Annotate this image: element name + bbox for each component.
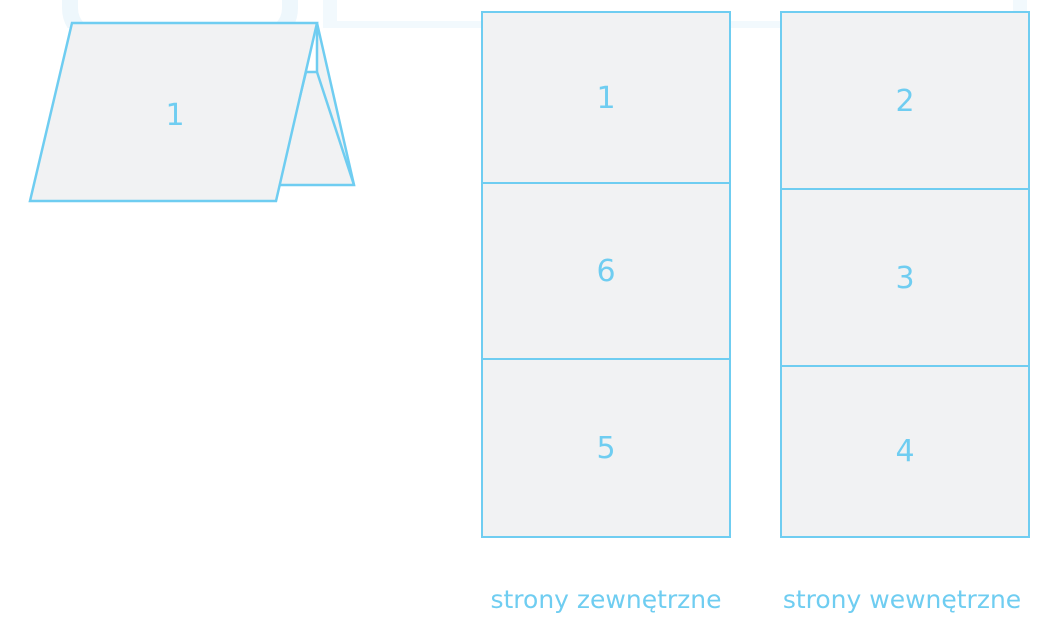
inner-pages-caption: strony wewnętrzne <box>766 585 1038 614</box>
outer-panel-5: 5 <box>483 358 729 536</box>
inner-panel-4: 4 <box>782 365 1028 536</box>
outer-panel-6: 6 <box>483 182 729 359</box>
outer-pages-sheet: 1 6 5 <box>481 11 731 538</box>
inner-panel-3: 3 <box>782 188 1028 366</box>
inner-panel-3-label: 3 <box>895 261 914 296</box>
outer-panel-6-label: 6 <box>596 254 615 289</box>
folded-card-front-label: 1 <box>165 98 184 133</box>
outer-pages-caption: strony zewnętrzne <box>466 585 746 614</box>
outer-panel-5-label: 5 <box>596 431 615 466</box>
outer-panel-1-label: 1 <box>596 81 615 116</box>
outer-panel-1: 1 <box>483 13 729 184</box>
inner-panel-2-label: 2 <box>895 84 914 119</box>
inner-panel-4-label: 4 <box>895 434 914 469</box>
folded-card-illustration: 1 <box>20 15 365 210</box>
inner-panel-2: 2 <box>782 13 1028 190</box>
inner-pages-sheet: 2 3 4 <box>780 11 1030 538</box>
